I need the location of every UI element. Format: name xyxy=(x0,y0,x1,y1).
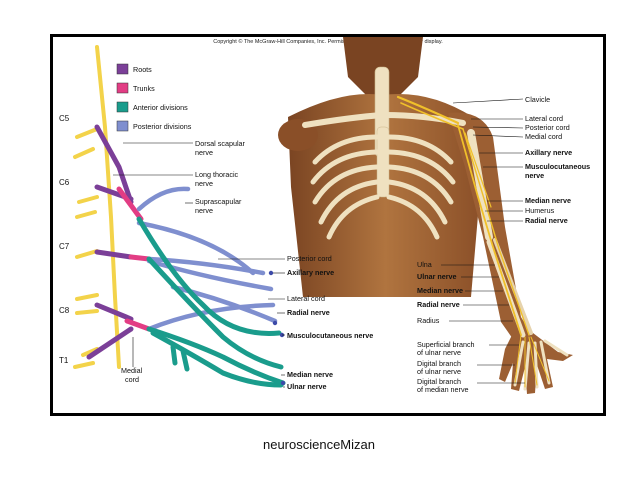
nerve-endings xyxy=(268,270,286,386)
plexus-roots xyxy=(86,124,134,360)
figure-frame: Copyright © The McGraw-Hill Companies, I… xyxy=(50,34,606,416)
label-dorsal-scapular-1: Dorsal scapular xyxy=(195,139,246,148)
label-digital-ulnar-1: Digital branch xyxy=(417,359,461,368)
label-arm-ulnar-nerve: Ulnar nerve xyxy=(417,272,457,281)
label-lateral-cord: Lateral cord xyxy=(287,294,325,303)
legend-label-posterior-divisions: Posterior divisions xyxy=(133,122,192,131)
root-label-c8: C8 xyxy=(59,306,70,315)
label-clavicle: Clavicle xyxy=(525,95,550,104)
legend-swatch-trunks xyxy=(116,82,129,94)
label-posterior-cord: Posterior cord xyxy=(287,254,332,263)
skeleton-illustration xyxy=(302,66,569,391)
label-arm-radius: Radius xyxy=(417,316,440,325)
label-long-thoracic-2: nerve xyxy=(195,179,213,188)
label-suprascapular-1: Suprascapular xyxy=(195,197,242,206)
label-suprascapular-2: nerve xyxy=(195,206,213,215)
label-median-nerve: Median nerve xyxy=(287,370,333,379)
label-arm-musculocutaneous-2: nerve xyxy=(525,171,544,180)
label-long-thoracic-1: Long thoracic xyxy=(195,170,239,179)
label-medial-cord-2: cord xyxy=(125,375,139,384)
label-arm-medial-cord: Medial cord xyxy=(525,132,562,141)
caption: neuroscienceMizan xyxy=(262,437,375,452)
label-digital-ulnar-2: of ulnar nerve xyxy=(417,367,461,376)
label-dorsal-scapular-2: nerve xyxy=(195,148,213,157)
arm-labels: Clavicle Lateral cord Posterior cord Med… xyxy=(417,95,590,394)
label-arm-median-nerve: Median nerve xyxy=(525,196,571,205)
label-arm-lateral-cord: Lateral cord xyxy=(525,114,563,123)
label-superficial-branch-2: of ulnar nerve xyxy=(417,348,461,357)
label-arm-posterior-cord: Posterior cord xyxy=(525,123,570,132)
legend-swatch-posterior-divisions xyxy=(116,120,129,132)
root-label-c6: C6 xyxy=(59,178,70,187)
plexus-anterior-divisions xyxy=(136,216,286,388)
plexus-trunks xyxy=(116,186,152,332)
root-label-c5: C5 xyxy=(59,114,70,123)
label-musculocutaneous-nerve: Musculocutaneous nerve xyxy=(287,331,373,340)
label-superficial-branch-1: Superficial branch xyxy=(417,340,475,349)
copyright-notice: Copyright © The McGraw-Hill Companies, I… xyxy=(213,39,443,45)
arm-nerves xyxy=(396,95,550,388)
label-arm-radial-nerve-lower: Radial nerve xyxy=(417,300,460,309)
plexus-labels: Dorsal scapular nerve Long thoracic nerv… xyxy=(113,139,373,391)
label-radial-nerve: Radial nerve xyxy=(287,308,330,317)
label-arm-median-nerve-lower: Median nerve xyxy=(417,286,463,295)
label-arm-musculocutaneous-1: Musculocutaneous xyxy=(525,162,590,171)
legend: Roots Trunks Anterior divisions Posterio… xyxy=(116,63,192,132)
label-arm-humerus: Humerus xyxy=(525,206,555,215)
root-labels: C5 C6 C7 C8 T1 xyxy=(59,114,70,365)
legend-label-trunks: Trunks xyxy=(133,84,155,93)
label-ulnar-nerve: Ulnar nerve xyxy=(287,382,327,391)
label-arm-axillary-nerve: Axillary nerve xyxy=(525,148,572,157)
root-label-t1: T1 xyxy=(59,356,69,365)
label-medial-cord-1: Medial xyxy=(121,366,143,375)
legend-swatch-roots xyxy=(116,63,129,75)
legend-label-roots: Roots xyxy=(133,65,152,74)
legend-swatch-anterior-divisions xyxy=(116,101,129,113)
label-arm-ulna: Ulna xyxy=(417,260,432,269)
label-axillary-nerve: Axillary nerve xyxy=(287,268,334,277)
spinal-nerves xyxy=(73,45,121,369)
label-digital-median-1: Digital branch xyxy=(417,377,461,386)
root-label-c7: C7 xyxy=(59,242,70,251)
brachial-plexus-diagram: Roots Trunks Anterior divisions Posterio… xyxy=(59,37,590,394)
legend-label-anterior-divisions: Anterior divisions xyxy=(133,103,188,112)
label-digital-median-2: of median nerve xyxy=(417,385,469,394)
label-arm-radial-nerve: Radial nerve xyxy=(525,216,568,225)
